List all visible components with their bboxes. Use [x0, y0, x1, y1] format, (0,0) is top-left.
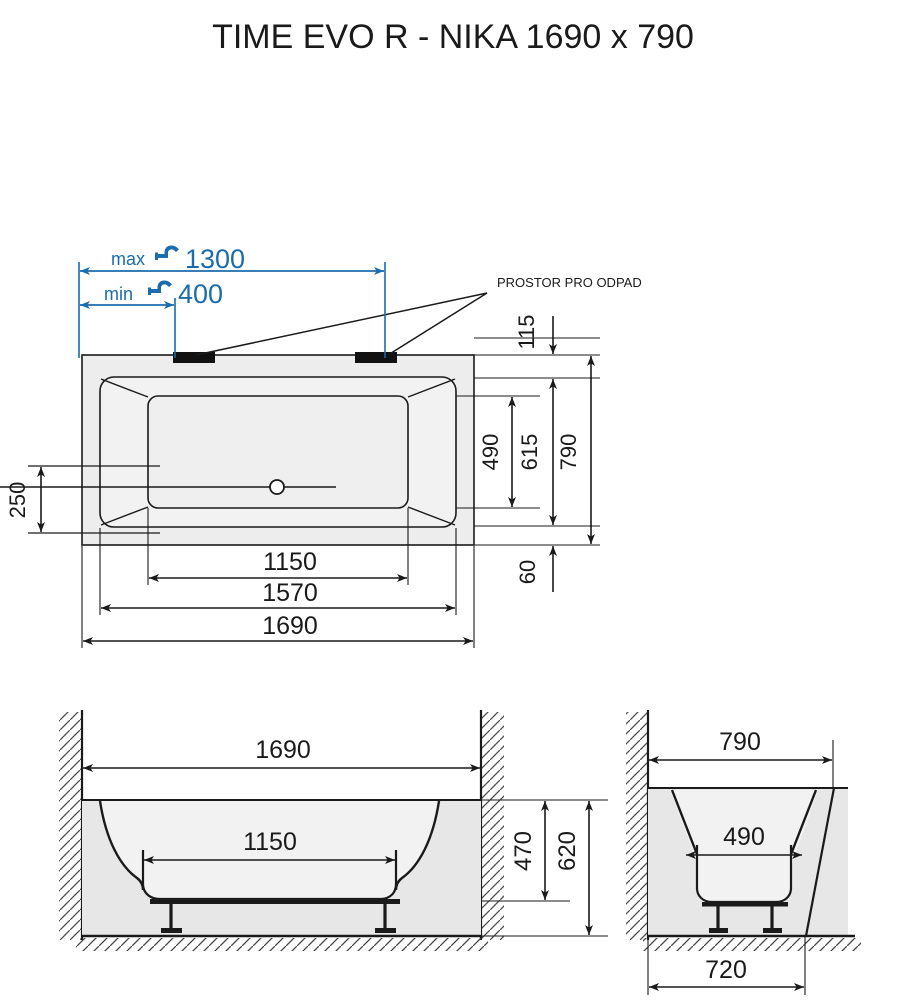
tub-foot-left-front [161, 928, 182, 933]
drain-space-marker-right [355, 352, 397, 363]
faucet-dimension-group: max 1300 min 400 [78, 244, 386, 358]
dim-490-label-side: 490 [723, 823, 765, 851]
dim-1150-label-front: 1150 [243, 828, 297, 856]
wall-hatch-left-side [626, 712, 647, 940]
faucet-max-prefix: max [111, 249, 145, 269]
faucet-min-value: 400 [178, 279, 223, 309]
dim-790-label-side: 790 [719, 728, 761, 756]
wall-hatch-left-front [59, 712, 81, 940]
tub-foot-right-front [375, 928, 396, 933]
tub-foot-left-side [709, 928, 728, 933]
page-title: TIME EVO R - NIKA 1690 x 790 [212, 18, 694, 56]
faucet-min-prefix: min [104, 284, 133, 304]
dim-250-label: 250 [5, 482, 30, 519]
plan-view-group: PROSTOR PRO ODPAD max 1300 m [0, 244, 642, 648]
faucet-icon-min [148, 280, 172, 295]
side-elevation-group: 790 490 720 [626, 710, 861, 995]
wall-hatch-right-front [482, 712, 504, 940]
tub-basin-front [141, 850, 398, 901]
dim-1690-label-plan: 1690 [262, 612, 318, 640]
plan-right-dimensions: 115 490 615 790 60 [456, 314, 600, 592]
dim-620-label: 620 [554, 831, 581, 871]
drain-space-marker-left [173, 352, 215, 363]
dim-615-label: 615 [517, 434, 542, 471]
tub-foot-right-side [763, 928, 782, 933]
plan-dim-250-group: 250 [5, 465, 160, 534]
drain-space-label: PROSTOR PRO ODPAD [497, 275, 642, 290]
drain-space-leaders [195, 292, 488, 356]
dim-490-label: 490 [478, 434, 503, 471]
dim-720-label: 720 [705, 956, 747, 984]
tub-base-bar-side [702, 902, 788, 907]
floor-hatch-side [643, 938, 861, 951]
dim-60-label: 60 [515, 560, 540, 584]
dim-1570-label: 1570 [262, 579, 318, 607]
dim-1690-label-front: 1690 [255, 736, 311, 764]
dim-115-label: 115 [514, 314, 539, 349]
panel-slant-right-side [804, 787, 836, 937]
floor-hatch-front [76, 938, 488, 951]
dim-470-label: 470 [510, 831, 537, 871]
dim-1150-label-plan: 1150 [263, 548, 317, 576]
tub-basin-side [695, 845, 793, 904]
drain-hole-plan [269, 479, 285, 495]
tub-base-bar-front [150, 899, 400, 904]
faucet-icon-max [155, 245, 179, 260]
plan-bottom-dimensions: 1150 1570 1690 [81, 508, 475, 648]
dim-790-label: 790 [556, 434, 581, 471]
front-elevation-group: 1690 1150 470 620 [59, 710, 608, 951]
tub-corner-tapers-plan [100, 378, 456, 526]
faucet-max-value: 1300 [185, 244, 245, 274]
tub-basin-plan [147, 395, 409, 509]
